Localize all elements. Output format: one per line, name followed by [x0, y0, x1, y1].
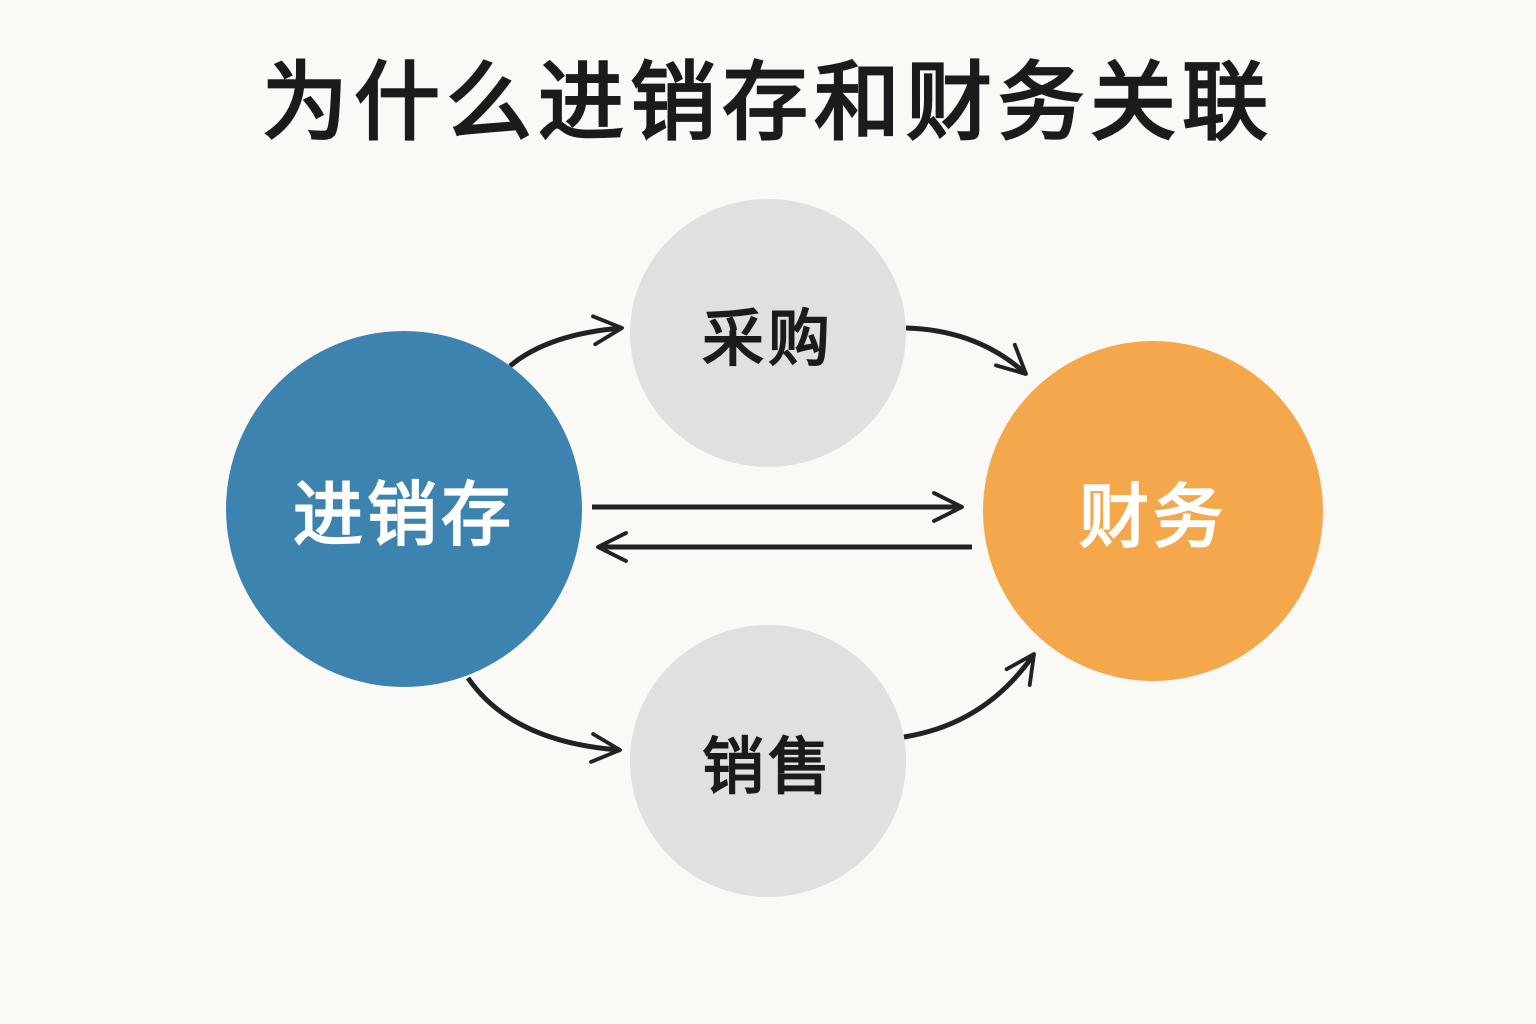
sales-node-label: 销售 [701, 730, 834, 803]
purchase-node: 采购 [630, 199, 906, 467]
inventory-node: 进销存 [226, 331, 582, 687]
arrow-inventory-to-sales [465, 676, 622, 764]
arrow-purchase-to-finance [905, 325, 1028, 376]
page-title: 为什么进销存和财务关联 [262, 53, 1274, 153]
arrow-sales-to-finance [903, 652, 1037, 740]
sales-node: 销售 [630, 625, 906, 897]
purchase-node-label: 采购 [701, 302, 834, 375]
finance-node: 财务 [983, 341, 1323, 681]
finance-node-label: 财务 [1079, 475, 1227, 558]
inventory-node-label: 进销存 [293, 473, 515, 556]
arrow-inventory-to-purchase [508, 314, 624, 368]
